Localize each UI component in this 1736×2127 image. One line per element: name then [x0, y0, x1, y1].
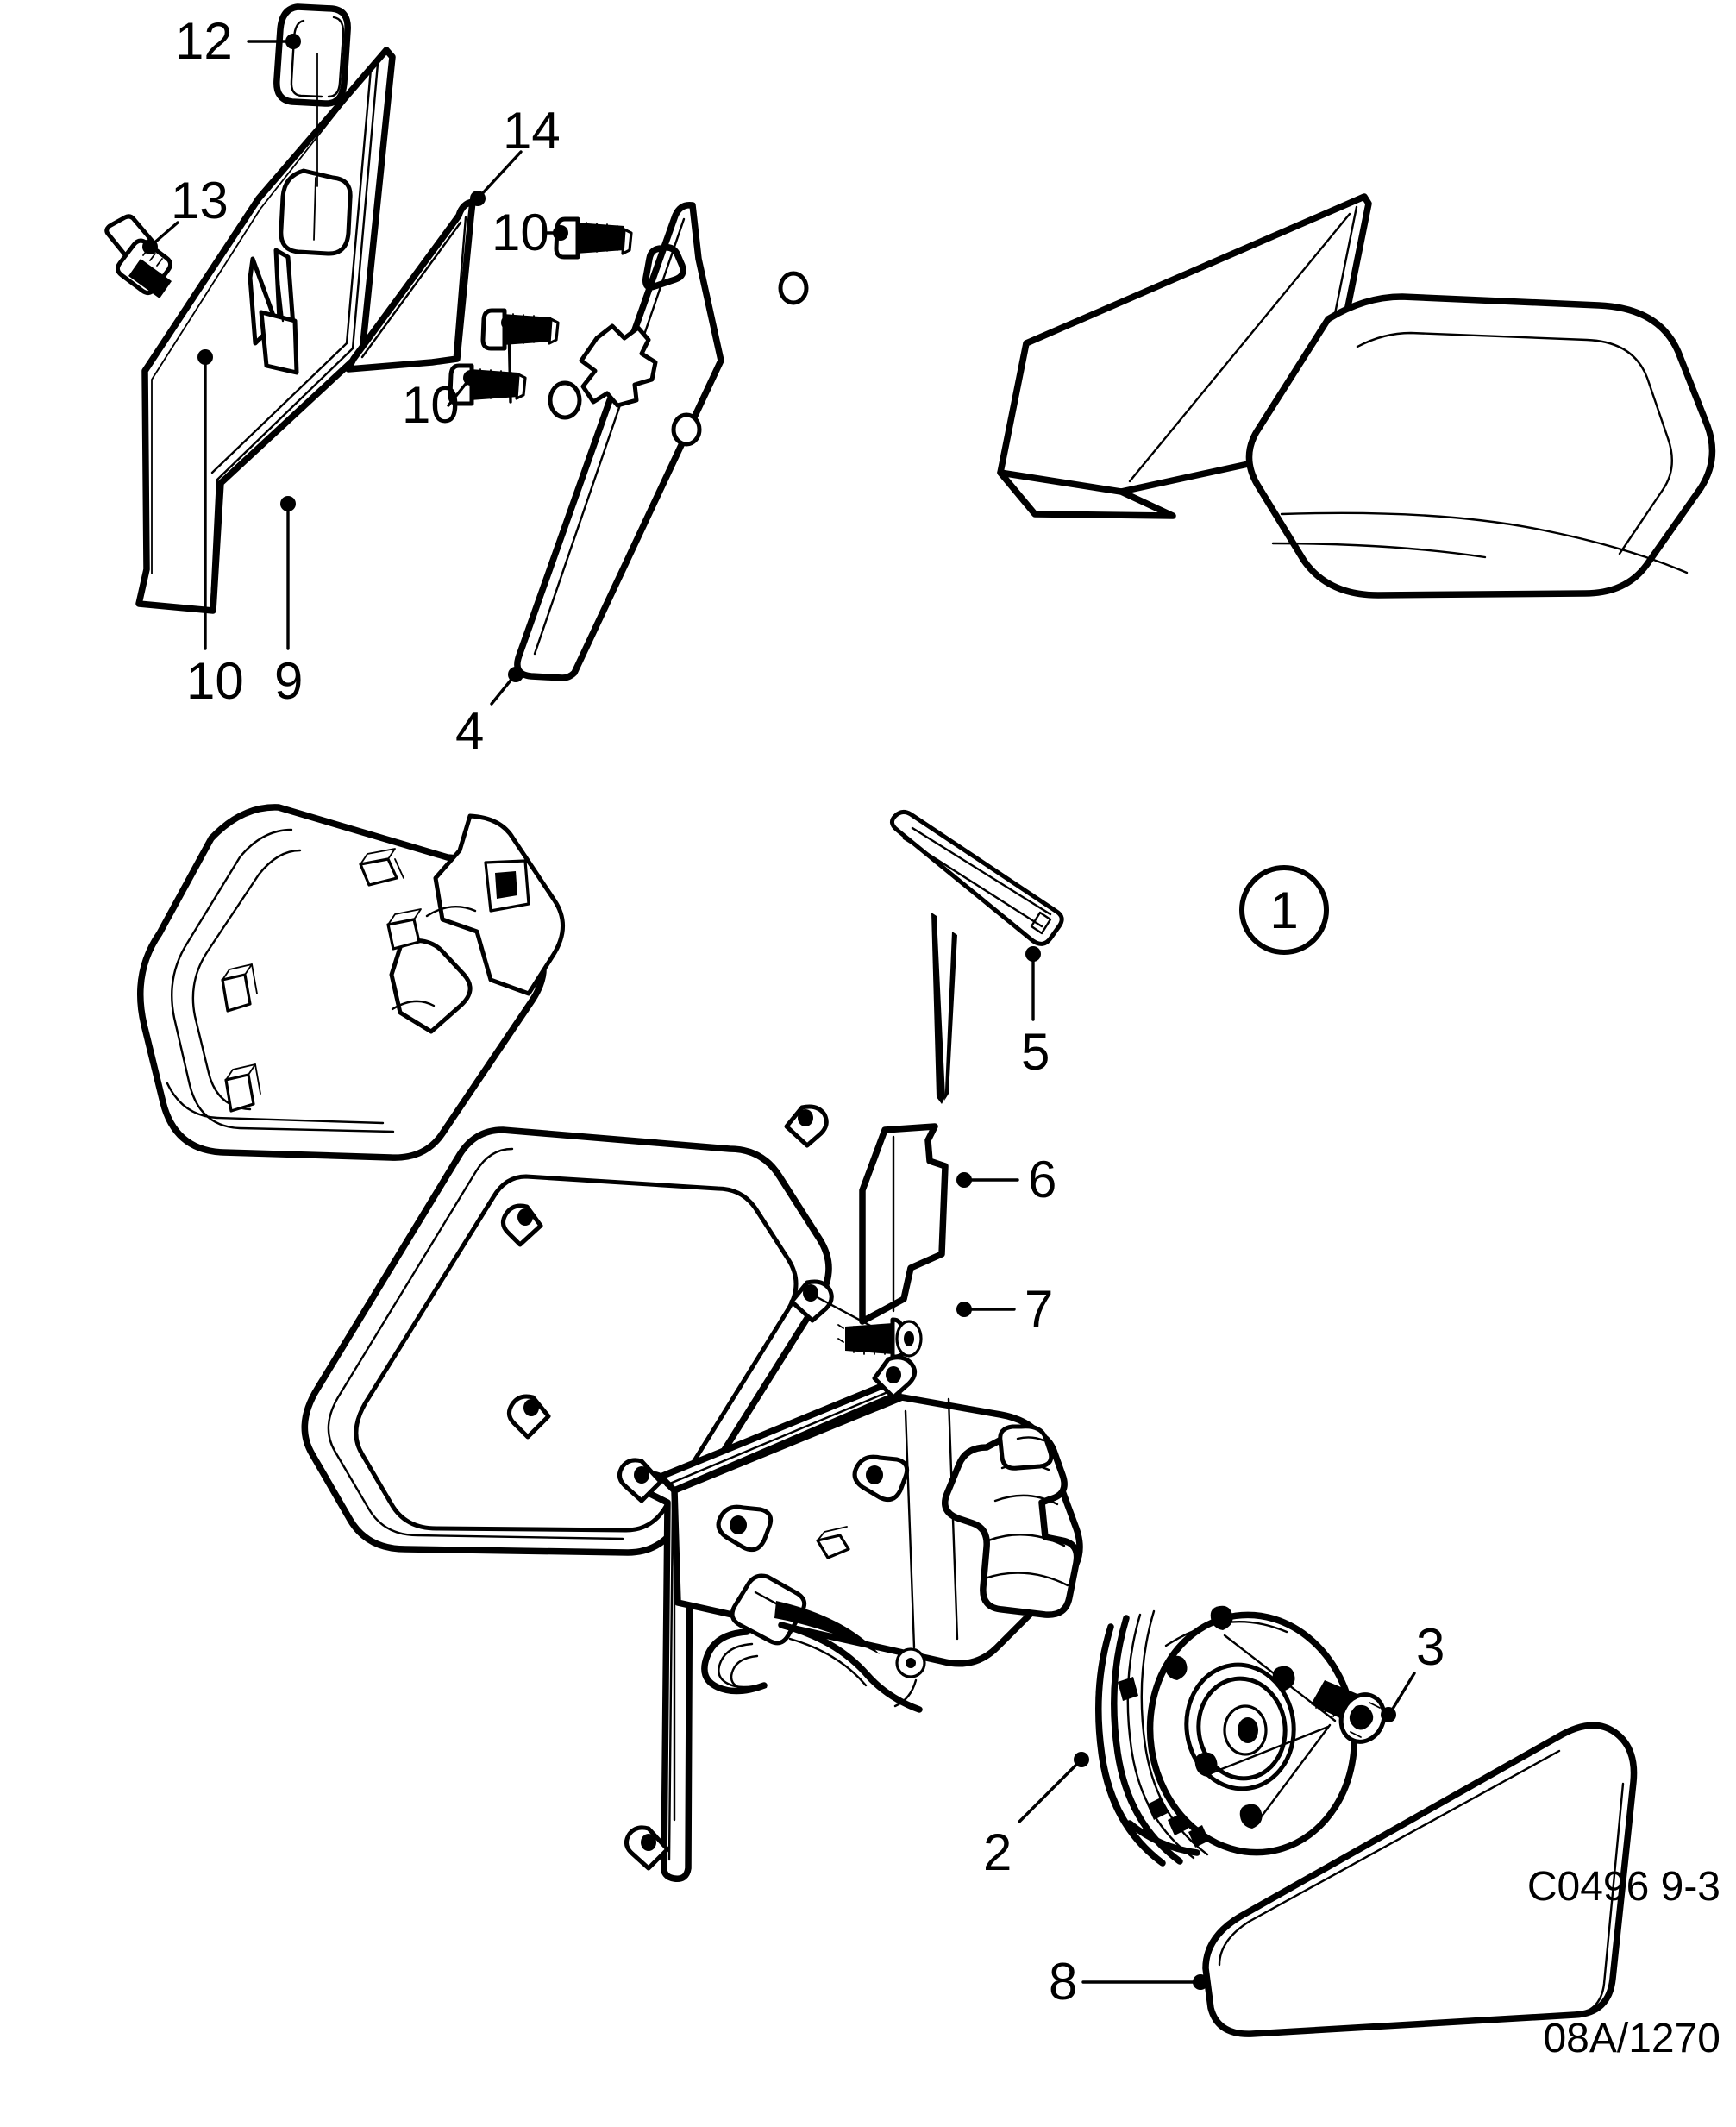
- part-complete-mirror-assembly: [997, 193, 1716, 599]
- callout-8: 8: [1049, 1953, 1078, 2011]
- callout-6: 6: [1028, 1151, 1057, 1208]
- motor-screw-line-c: [1254, 1723, 1332, 1826]
- figure-code: C0496 9-3 08A/1270: [1527, 1761, 1720, 2115]
- sealing-strip-install-arrow: [931, 913, 957, 1104]
- callout-14: 14: [503, 102, 561, 160]
- motor-screw-line-b: [1209, 1725, 1330, 1775]
- callout-1-circled: 1: [1239, 865, 1329, 955]
- callout-11: 10: [186, 652, 244, 710]
- part-sealing-strip: [890, 809, 1064, 946]
- part-mounting-screw-a: [554, 216, 633, 260]
- callout-4: 4: [455, 702, 485, 760]
- callout-leaders: [142, 34, 1416, 1990]
- figure-code-line-2: 08A/1270: [1543, 2015, 1720, 2061]
- callout-9: 9: [274, 652, 304, 710]
- part-mounting-screw-c: [448, 363, 527, 406]
- part-trim-fastener: [104, 214, 173, 298]
- part-mounting-screw-b: [480, 308, 560, 351]
- part-mirror-glass: [1202, 1722, 1638, 2037]
- callout-3: 3: [1416, 1618, 1445, 1676]
- part-pivot-bellows: [942, 1424, 1081, 1618]
- part-mirror-cover-cap: [137, 804, 565, 1161]
- part-mirror-gasket: [345, 198, 476, 373]
- part-sail-panel-trim: [135, 47, 396, 614]
- figure-code-line-1: C0496 9-3: [1526, 1864, 1720, 1911]
- callout-7: 7: [1025, 1280, 1054, 1338]
- part-bezel-screw: [837, 1317, 923, 1359]
- part-mirror-drive-motor: [1095, 1605, 1358, 1867]
- callout-10-lower: 10: [402, 376, 460, 434]
- part-mirror-carrier-plate: [617, 1355, 1083, 1882]
- part-grommet: [273, 3, 351, 107]
- bezel-screw-assembly-line: [809, 1292, 890, 1337]
- callout-2: 2: [983, 1823, 1012, 1881]
- callout-13: 13: [171, 172, 229, 229]
- part-wiring-harness: [701, 1573, 926, 1713]
- callout-5: 5: [1021, 1023, 1050, 1081]
- callout-10-upper: 10: [492, 204, 549, 261]
- part-mirror-base-plate: [514, 202, 809, 681]
- part-motor-retaining-screw: [1311, 1680, 1387, 1744]
- callout-12: 12: [175, 12, 233, 70]
- part-mirror-frame-bezel: [301, 1104, 949, 1556]
